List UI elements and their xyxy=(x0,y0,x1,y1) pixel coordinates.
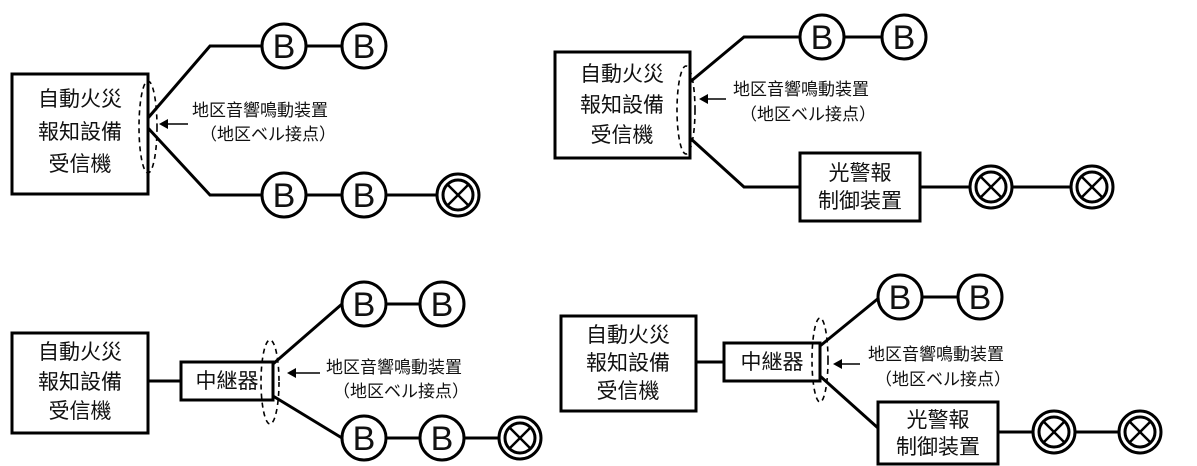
receiver-label-1: 自動火災 xyxy=(580,62,664,86)
light-controller-box xyxy=(798,151,922,223)
svg-text:B: B xyxy=(431,286,454,324)
bell-icon: B xyxy=(798,13,846,61)
bell-icon: B xyxy=(340,22,388,70)
contact-marker xyxy=(811,317,829,403)
lower-branch-line xyxy=(688,136,800,189)
device-note-2: （地区ベル接点） xyxy=(875,370,1011,390)
relay-label: 中継器 xyxy=(196,369,259,393)
svg-text:B: B xyxy=(969,279,992,317)
svg-text:B: B xyxy=(431,420,454,458)
svg-text:B: B xyxy=(273,177,296,215)
svg-text:B: B xyxy=(353,28,376,66)
bell-icon: B xyxy=(260,22,308,70)
receiver-label-1: 自動火災 xyxy=(586,323,670,347)
receiver-box xyxy=(559,314,698,413)
light-controller-label-2: 制御装置 xyxy=(896,435,980,459)
relay-box xyxy=(722,341,822,383)
flash-lamp-icon xyxy=(968,164,1014,210)
bell-icon: B xyxy=(260,171,308,219)
diagram-receiver-relay-bells: 自動火災 報知設備 受信機 中継器 地区音響鳴動装置 （地区ベル接点） B B … xyxy=(10,280,543,462)
device-note-2: （地区ベル接点） xyxy=(333,382,469,402)
flash-lamp-icon xyxy=(1117,409,1163,455)
svg-text:B: B xyxy=(353,177,376,215)
contact-marker xyxy=(260,339,280,425)
receiver-label-2: 報知設備 xyxy=(38,370,122,394)
svg-text:B: B xyxy=(353,420,376,458)
upper-branch-line xyxy=(272,302,343,366)
receiver-label-2: 報知設備 xyxy=(580,93,664,117)
flash-lamp-icon xyxy=(435,172,481,218)
lower-branch-line xyxy=(146,126,262,197)
svg-text:B: B xyxy=(273,28,296,66)
bell-icon: B xyxy=(876,273,924,321)
device-note-1: 地区音響鳴動装置 xyxy=(733,80,869,100)
bell-icon: B xyxy=(956,273,1004,321)
light-controller-label-2: 制御装置 xyxy=(818,189,902,213)
receiver-label-1: 自動火災 xyxy=(38,340,122,364)
receiver-label-1: 自動火災 xyxy=(38,87,122,111)
device-note-1: 地区音響鳴動装置 xyxy=(192,101,328,121)
upper-branch-line xyxy=(819,295,881,348)
lower-branch-line xyxy=(272,394,343,440)
lower-branch-line xyxy=(818,374,880,430)
receiver-label-3: 受信機 xyxy=(591,123,654,147)
bell-icon: B xyxy=(340,414,388,462)
device-note-2: （地区ベル接点） xyxy=(740,105,876,125)
contact-marker xyxy=(676,65,696,155)
bell-icon: B xyxy=(418,414,466,462)
bell-icon: B xyxy=(340,280,388,328)
flash-lamp-icon xyxy=(1069,164,1115,210)
light-controller-label-1: 光警報 xyxy=(907,408,970,432)
device-note-2: （地区ベル接点） xyxy=(200,125,336,145)
device-note-1: 地区音響鳴動装置 xyxy=(326,358,462,378)
light-controller-label-1: 光警報 xyxy=(829,161,892,185)
relay-box xyxy=(179,360,275,402)
light-controller-box xyxy=(876,400,1000,466)
relay-label: 中継器 xyxy=(741,350,804,374)
receiver-label-2: 報知設備 xyxy=(38,120,122,144)
diagram-receiver-bells: 自動火災 報知設備 受信機 地区音響鳴動装置 （地区ベル接点） B B B B xyxy=(10,22,481,219)
device-note-1: 地区音響鳴動装置 xyxy=(868,345,1004,365)
flash-lamp-icon xyxy=(497,415,543,461)
bell-icon: B xyxy=(880,13,928,61)
receiver-label-3: 受信機 xyxy=(49,152,112,176)
bell-icon: B xyxy=(418,280,466,328)
svg-text:B: B xyxy=(811,19,834,57)
receiver-box xyxy=(553,50,692,160)
diagram-receiver-relay-light-controller: 自動火災 報知設備 受信機 中継器 地区音響鳴動装置 （地区ベル接点） B B … xyxy=(559,273,1163,466)
receiver-box xyxy=(10,72,150,196)
flash-lamp-icon xyxy=(1031,409,1077,455)
svg-text:B: B xyxy=(893,19,916,57)
bell-icon: B xyxy=(340,171,388,219)
receiver-box xyxy=(10,331,150,435)
contact-marker xyxy=(138,80,158,174)
upper-branch-line xyxy=(146,44,262,119)
diagram-receiver-light-controller: 自動火災 報知設備 受信機 地区音響鳴動装置 （地区ベル接点） B B 光警報 … xyxy=(553,13,1115,223)
receiver-label-3: 受信機 xyxy=(597,379,660,403)
upper-branch-line xyxy=(689,35,800,84)
svg-text:B: B xyxy=(889,279,912,317)
receiver-label-3: 受信機 xyxy=(49,399,112,423)
receiver-label-2: 報知設備 xyxy=(586,351,670,375)
svg-text:B: B xyxy=(353,286,376,324)
